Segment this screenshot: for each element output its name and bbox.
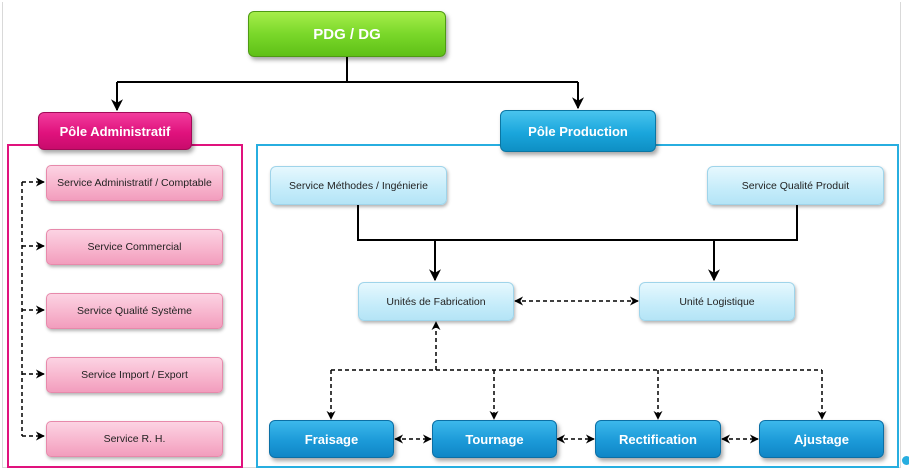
workshop-tournage: Tournage xyxy=(432,420,557,458)
service-rh: Service R. H. xyxy=(46,421,223,457)
unite-logistique: Unité Logistique xyxy=(639,282,795,321)
workshop-fraisage: Fraisage xyxy=(269,420,394,458)
service-import-export: Service Import / Export xyxy=(46,357,223,393)
pole-administratif-box: Pôle Administratif xyxy=(38,112,192,150)
pole-production-box: Pôle Production xyxy=(500,110,656,152)
workshop-ajustage: Ajustage xyxy=(759,420,884,458)
corner-dot-icon xyxy=(902,456,909,465)
service-methodes-ingenierie: Service Méthodes / Ingénierie xyxy=(270,166,447,205)
workshop-connectors xyxy=(326,296,827,444)
service-commercial: Service Commercial xyxy=(46,229,223,265)
service-qualite-systeme: Service Qualité Système xyxy=(46,293,223,329)
admin-connectors xyxy=(21,177,45,441)
pdg-dg-box: PDG / DG xyxy=(248,11,446,57)
service-administratif-comptable: Service Administratif / Comptable xyxy=(46,165,223,201)
production-connectors xyxy=(357,205,798,282)
unites-de-fabrication: Unités de Fabrication xyxy=(358,282,514,321)
workshop-rectification: Rectification xyxy=(595,420,721,458)
top-connectors xyxy=(111,57,584,112)
service-qualite-produit: Service Qualité Produit xyxy=(707,166,884,205)
